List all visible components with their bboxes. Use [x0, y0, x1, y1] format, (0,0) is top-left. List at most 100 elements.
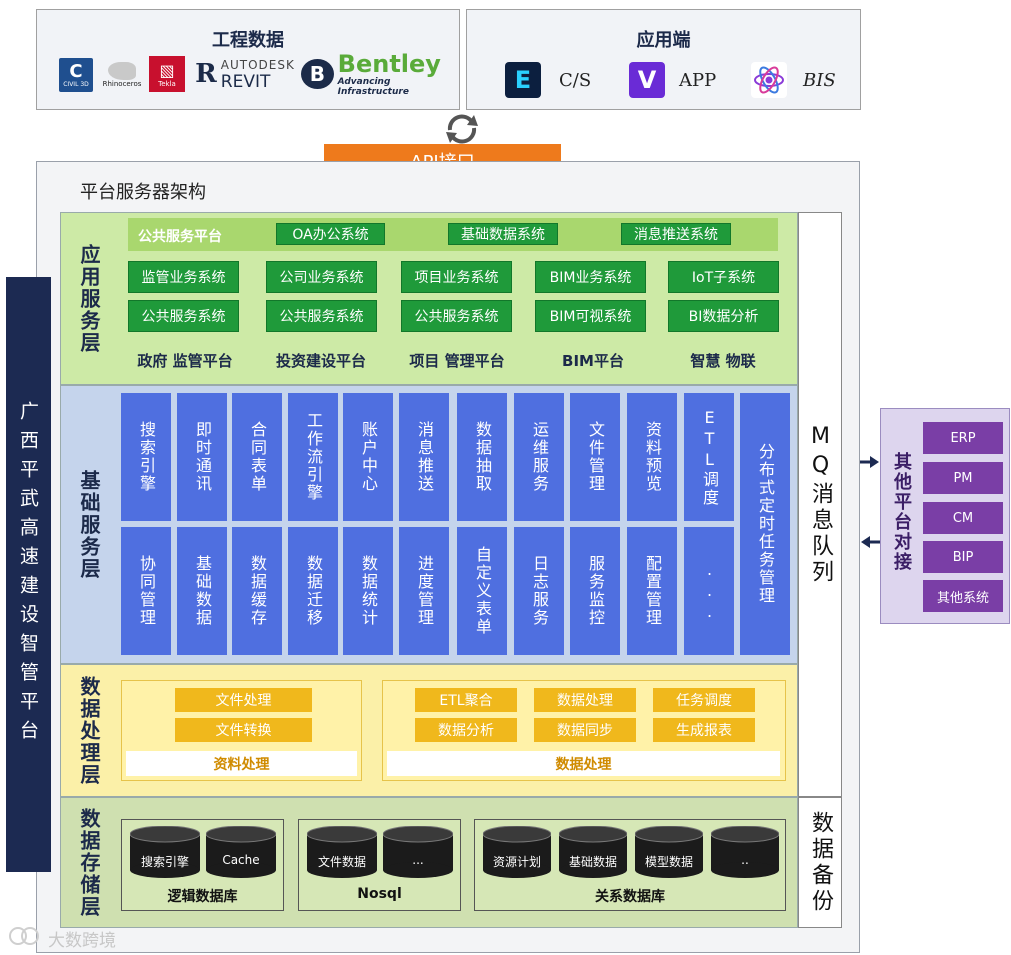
db-item-label: 资源计划	[492, 855, 541, 869]
db-cylinder-icon: 搜索引擎	[129, 825, 201, 878]
mq-queue-column: MQ消息队列	[798, 212, 842, 797]
arrow-right-icon	[860, 454, 880, 468]
bis-atom-icon	[751, 62, 787, 98]
bentley-logo: B Bentley Advancing Infrastructure	[301, 51, 453, 97]
db-item-label: ..	[741, 853, 749, 867]
db-group-caption: 关系数据库	[595, 889, 665, 905]
platform-system-box: 项目业务系统	[401, 261, 512, 293]
civil3d-letter: C	[69, 60, 83, 82]
revit-icon: R	[195, 59, 217, 89]
watermark-text: 大数跨境	[48, 931, 116, 951]
base-service-cell: ...	[684, 527, 734, 655]
base-service-cell: 日志服务	[514, 527, 564, 655]
data-backup-column: 数据备份	[798, 797, 842, 928]
db-cylinder-icon: ..	[710, 825, 780, 878]
platform-system-box: 监管业务系统	[128, 261, 239, 293]
processing-item: 文件处理	[175, 688, 312, 712]
processing-item: 数据分析	[415, 718, 517, 742]
other-platform-item: BIP	[923, 541, 1003, 573]
platform-system-box: 公司业务系统	[266, 261, 377, 293]
other-platform-item: PM	[923, 462, 1003, 494]
base-service-cell: 账户中心	[343, 393, 393, 521]
other-platform-item: ERP	[923, 422, 1003, 454]
base-service-cell: 文件管理	[570, 393, 620, 521]
db-cylinder-icon: 基础数据	[558, 825, 628, 878]
side-platform-label: 广西平武高速建设智管平台	[17, 400, 39, 749]
public-platform-title: 公共服务平台	[138, 229, 222, 245]
cs-client-icon: E	[505, 62, 541, 98]
base-service-cell: 数据迁移	[288, 527, 338, 655]
base-service-cell: 数据统计	[343, 527, 393, 655]
oa-system-box: OA办公系统	[276, 223, 385, 245]
processing-item: 生成报表	[653, 718, 755, 742]
db-cylinder-icon: 模型数据	[634, 825, 704, 878]
sync-arrows-icon	[442, 112, 482, 146]
logical-db-group: 搜索引擎 Cache 逻辑数据库	[121, 819, 284, 911]
distributed-task-cell: 分布式定时任务管理	[740, 393, 790, 655]
doc-processing-caption: 资料处理	[126, 751, 357, 776]
bis-label: BIS	[803, 70, 836, 91]
processing-item: 数据同步	[534, 718, 636, 742]
push-system-box: 消息推送系统	[621, 223, 731, 245]
db-item-label: Cache	[222, 853, 260, 867]
platform-system-box: 公共服务系统	[266, 300, 377, 332]
processing-item: 数据处理	[534, 688, 636, 712]
base-service-cell: 服务监控	[570, 527, 620, 655]
processing-item: 文件转换	[175, 718, 312, 742]
revit-brand: AUTODESK	[220, 58, 295, 72]
rhino-icon	[108, 62, 136, 80]
engineering-data-title: 工程数据	[212, 30, 284, 51]
application-layer-label-text: 应用服务层	[77, 243, 101, 354]
client-panel: 应用端 E C/S V APP BIS	[466, 9, 861, 110]
mobile-app-icon: V	[629, 62, 665, 98]
base-service-cell: ETL调度	[684, 393, 734, 521]
data-storage-layer-label-text: 数据存储层	[77, 807, 101, 918]
base-service-layer-label-text: 基础服务层	[77, 469, 101, 580]
other-platform-item: CM	[923, 502, 1003, 534]
base-service-cell: 自定义表单	[457, 527, 507, 655]
platform-system-box: BIM可视系统	[535, 300, 646, 332]
bentley-tagline: Advancing Infrastructure	[337, 77, 409, 97]
base-service-cell: 数据抽取	[457, 393, 507, 521]
side-platform-bar: 广西平武高速建设智管平台	[6, 277, 51, 872]
platform-name: 智慧 物联	[690, 352, 756, 370]
processing-item: 任务调度	[653, 688, 755, 712]
db-item-label: ...	[412, 853, 424, 867]
base-service-cell: 数据缓存	[232, 527, 282, 655]
base-service-cell: 运维服务	[514, 393, 564, 521]
db-item-label: 基础数据	[568, 855, 617, 869]
rhino-caption: Rhinoceros	[102, 80, 142, 88]
data-processing-layer-label: 数据处理层	[60, 664, 118, 797]
data-storage-layer-label: 数据存储层	[60, 797, 118, 928]
bentley-icon: B	[301, 59, 334, 89]
processing-item: ETL聚合	[415, 688, 517, 712]
platform-server-title: 平台服务器架构	[80, 182, 206, 203]
data-backup-label: 数据备份	[808, 810, 833, 915]
civil3d-logo: C CIVIL 3D	[59, 58, 93, 92]
db-cylinder-icon: ...	[382, 825, 454, 878]
data-processing-caption: 数据处理	[387, 751, 780, 776]
client-title: 应用端	[636, 30, 691, 51]
tekla-icon: ▧	[159, 60, 175, 80]
base-service-cell: 基础数据	[177, 527, 227, 655]
platform-name: 项目 管理平台	[409, 352, 505, 370]
base-service-cell: 搜索引擎	[121, 393, 171, 521]
revit-name: REVIT	[220, 72, 271, 92]
base-service-cell: 资料预览	[627, 393, 677, 521]
platform-system-box: 公共服务系统	[401, 300, 512, 332]
bentley-name: Bentley	[337, 50, 441, 78]
base-service-cell: 配置管理	[627, 527, 677, 655]
platform-system-box: BI数据分析	[668, 300, 779, 332]
db-item-label: 搜索引擎	[140, 855, 189, 869]
mobile-app-label: APP	[679, 70, 717, 91]
db-cylinder-icon: Cache	[205, 825, 277, 878]
cs-client-icon-letter: E	[514, 66, 532, 94]
tekla-logo: ▧ Tekla	[149, 56, 185, 92]
other-platforms-title: 其他平台对接	[891, 452, 912, 572]
base-service-cell: 消息推送	[399, 393, 449, 521]
tekla-caption: Tekla	[158, 79, 176, 88]
application-layer-label: 应用服务层	[60, 212, 118, 385]
watermark-logo-icon	[8, 924, 42, 948]
db-cylinder-icon: 资源计划	[482, 825, 552, 878]
platform-system-box: IoT子系统	[668, 261, 779, 293]
